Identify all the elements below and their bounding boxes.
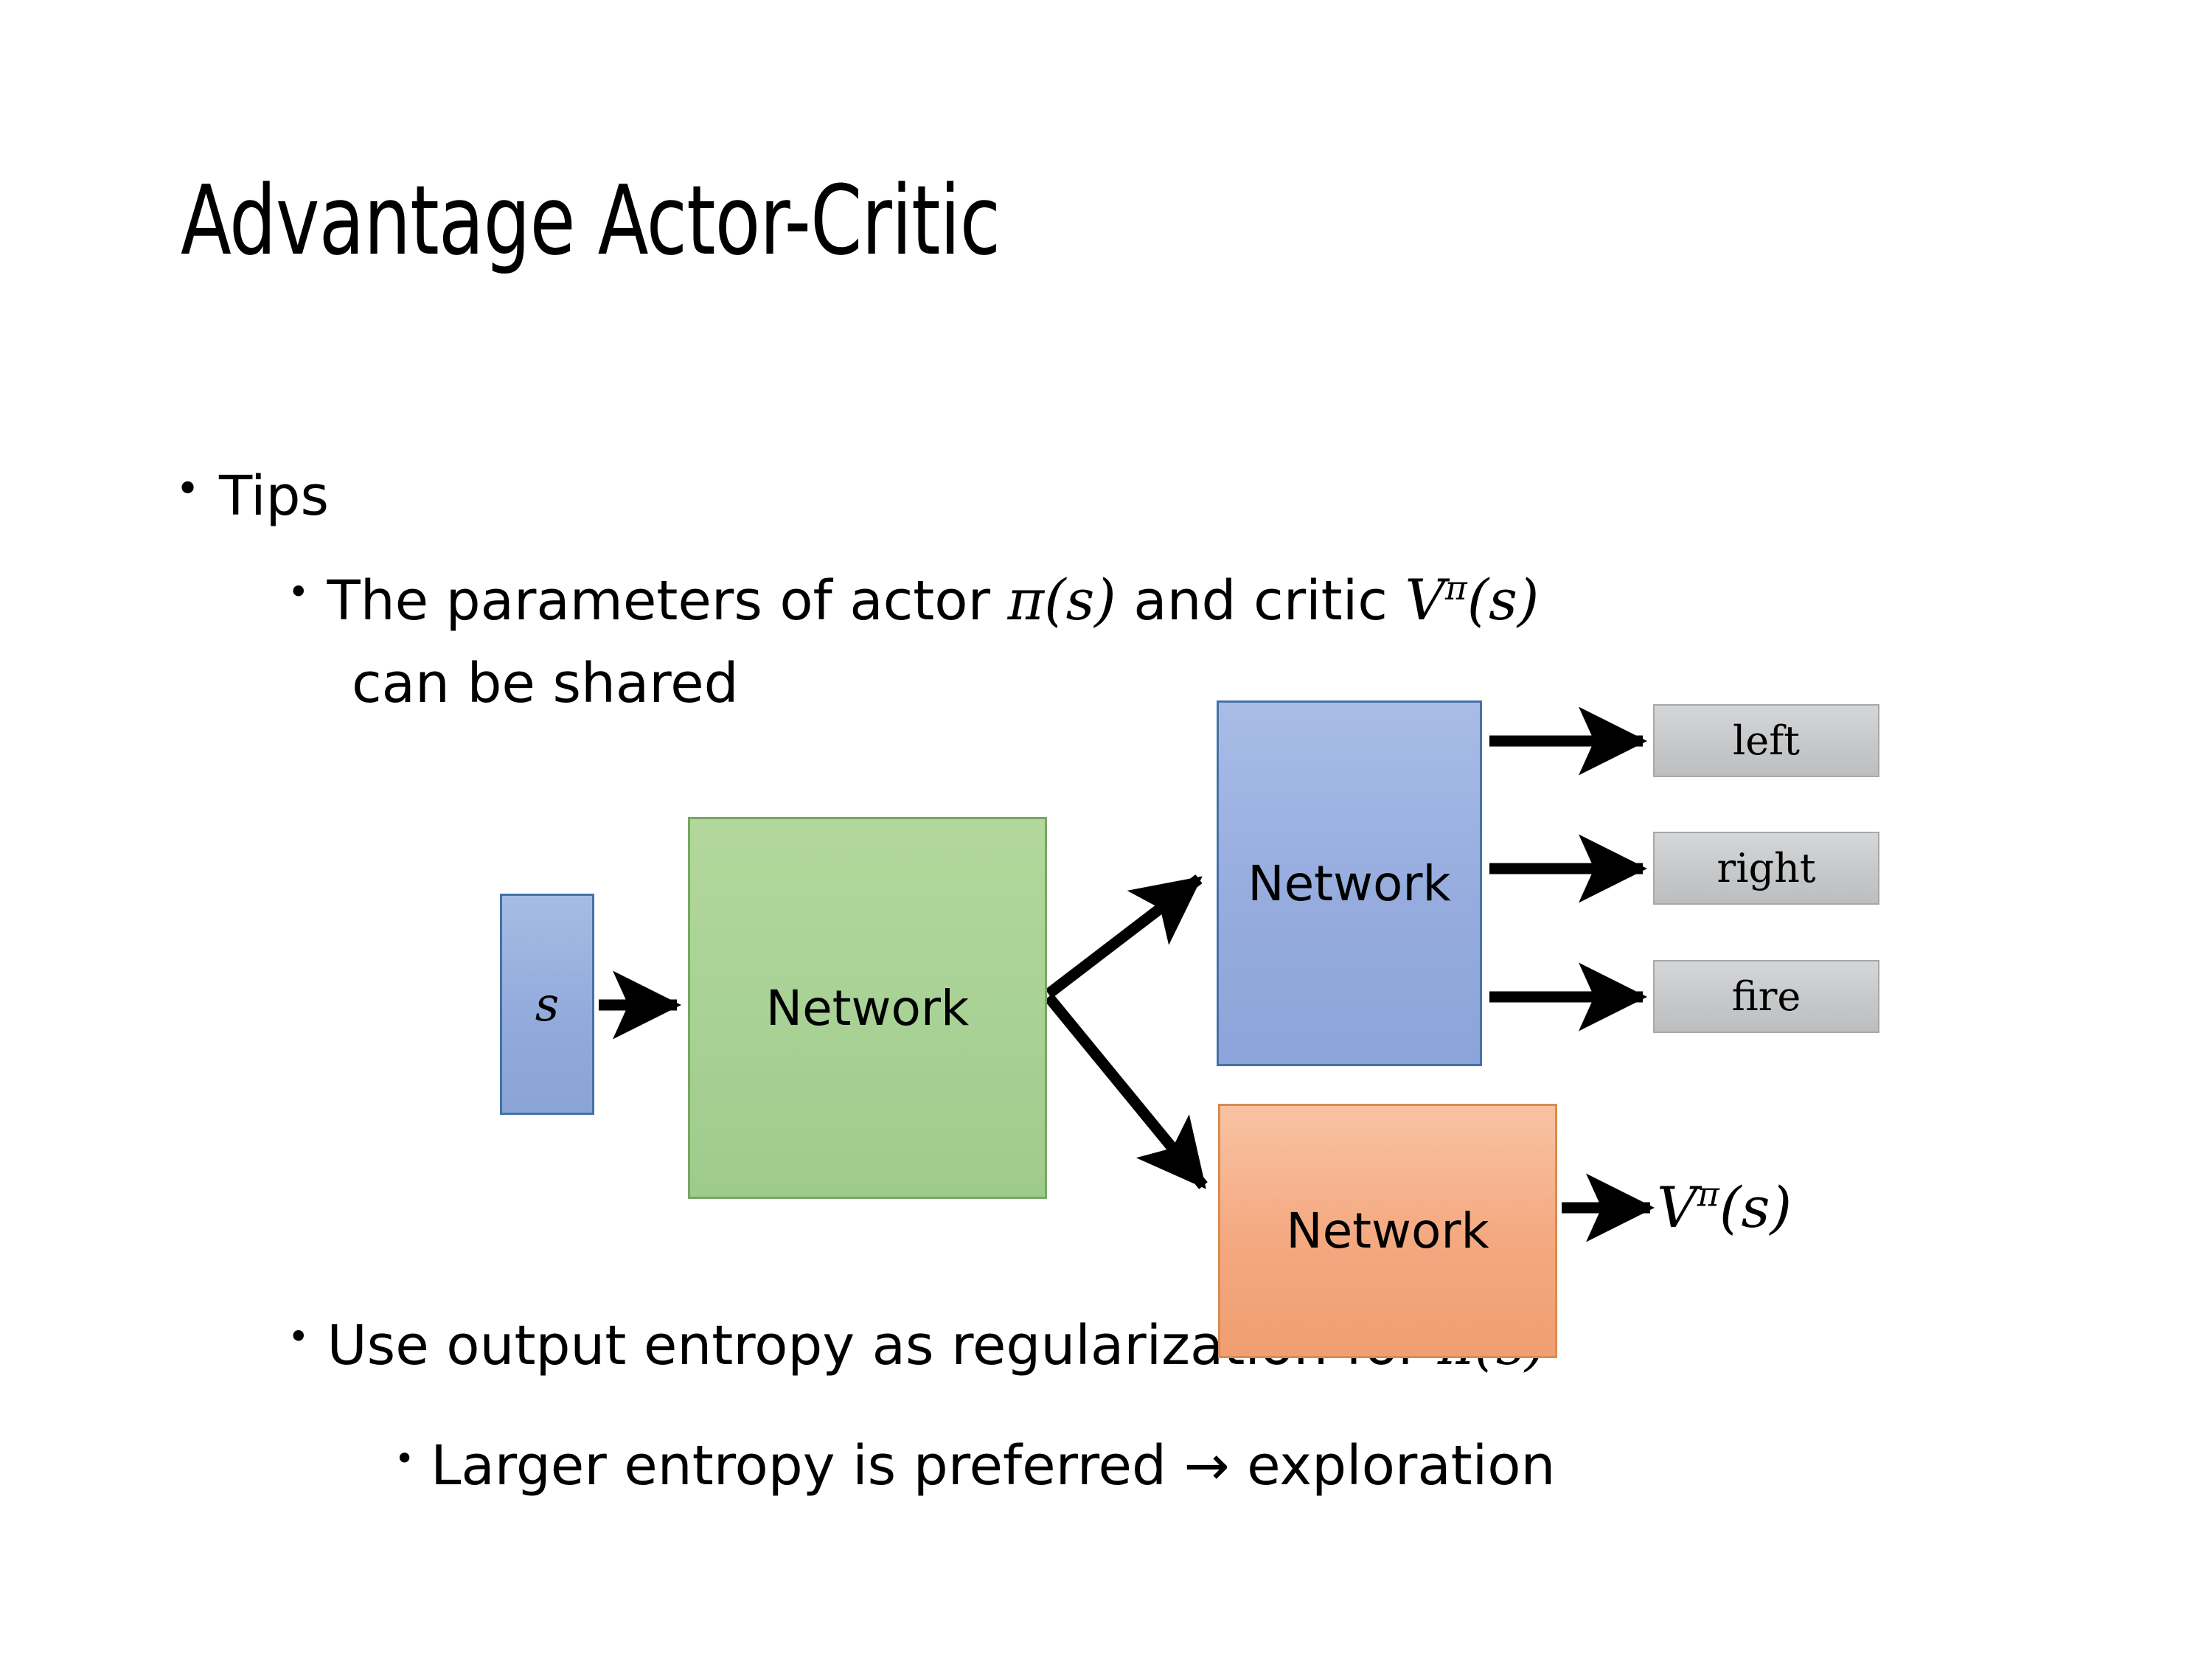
critic-value-V: V: [1657, 1175, 1697, 1240]
action-output-left[interactable]: left: [1653, 704, 1879, 777]
critic-value-superscript: π: [1697, 1175, 1719, 1214]
actor-network-box[interactable]: Network: [1217, 700, 1482, 1066]
math-V-symbol: V: [1405, 568, 1445, 633]
page-title: Advantage Actor-Critic: [181, 164, 1001, 276]
bullet-parameters-mid: and critic: [1116, 569, 1405, 633]
action-label-fire: fire: [1731, 973, 1801, 1020]
arrow-shared-to-actor: [1045, 874, 1203, 998]
actor-network-label: Network: [1248, 855, 1451, 912]
bullet-parameters-shared: • The parameters of actor π(s) and criti…: [288, 568, 1539, 633]
critic-value-output-label: Vπ(s): [1657, 1175, 1792, 1240]
math-pi-arg: (s): [1044, 568, 1116, 633]
math-pi-symbol: π: [1007, 568, 1045, 633]
bullet-marker-icon: •: [288, 1315, 310, 1358]
critic-network-label: Network: [1286, 1203, 1489, 1259]
action-output-fire[interactable]: fire: [1653, 960, 1879, 1033]
bullet-parameters-line2-label: can be shared: [352, 652, 739, 715]
bullet-tips-label: Tips: [219, 465, 330, 528]
bullet-parameters-prefix: The parameters of actor: [327, 569, 1008, 633]
shared-network-label: Network: [765, 979, 970, 1037]
action-label-left: left: [1733, 717, 1800, 764]
arrow-shared-to-critic: [1044, 993, 1208, 1189]
math-actor-policy: π(s): [1008, 568, 1116, 633]
bullet-exploration-label: Larger entropy is preferred → exploratio…: [431, 1434, 1556, 1498]
bullet-exploration: • Larger entropy is preferred → explorat…: [394, 1434, 1555, 1498]
math-critic-value: Vπ(s): [1405, 568, 1539, 633]
critic-value-arg: (s): [1719, 1175, 1792, 1240]
bullet-marker-icon: •: [175, 465, 201, 513]
math-V-superscript: π: [1444, 568, 1467, 608]
math-V-arg: (s): [1467, 568, 1540, 633]
state-input-box[interactable]: s: [500, 894, 594, 1115]
action-output-right[interactable]: right: [1653, 832, 1879, 905]
state-label: s: [535, 977, 560, 1032]
action-label-right: right: [1717, 845, 1816, 891]
shared-network-box[interactable]: Network: [688, 817, 1047, 1199]
bullet-parameters-text: The parameters of actor π(s) and critic …: [327, 568, 1540, 633]
critic-network-box[interactable]: Network: [1218, 1104, 1557, 1358]
bullet-marker-icon: •: [288, 571, 310, 613]
bullet-marker-icon: •: [394, 1439, 415, 1478]
bullet-parameters-line2: can be shared: [352, 652, 739, 715]
bullet-tips: • Tips: [175, 465, 329, 528]
